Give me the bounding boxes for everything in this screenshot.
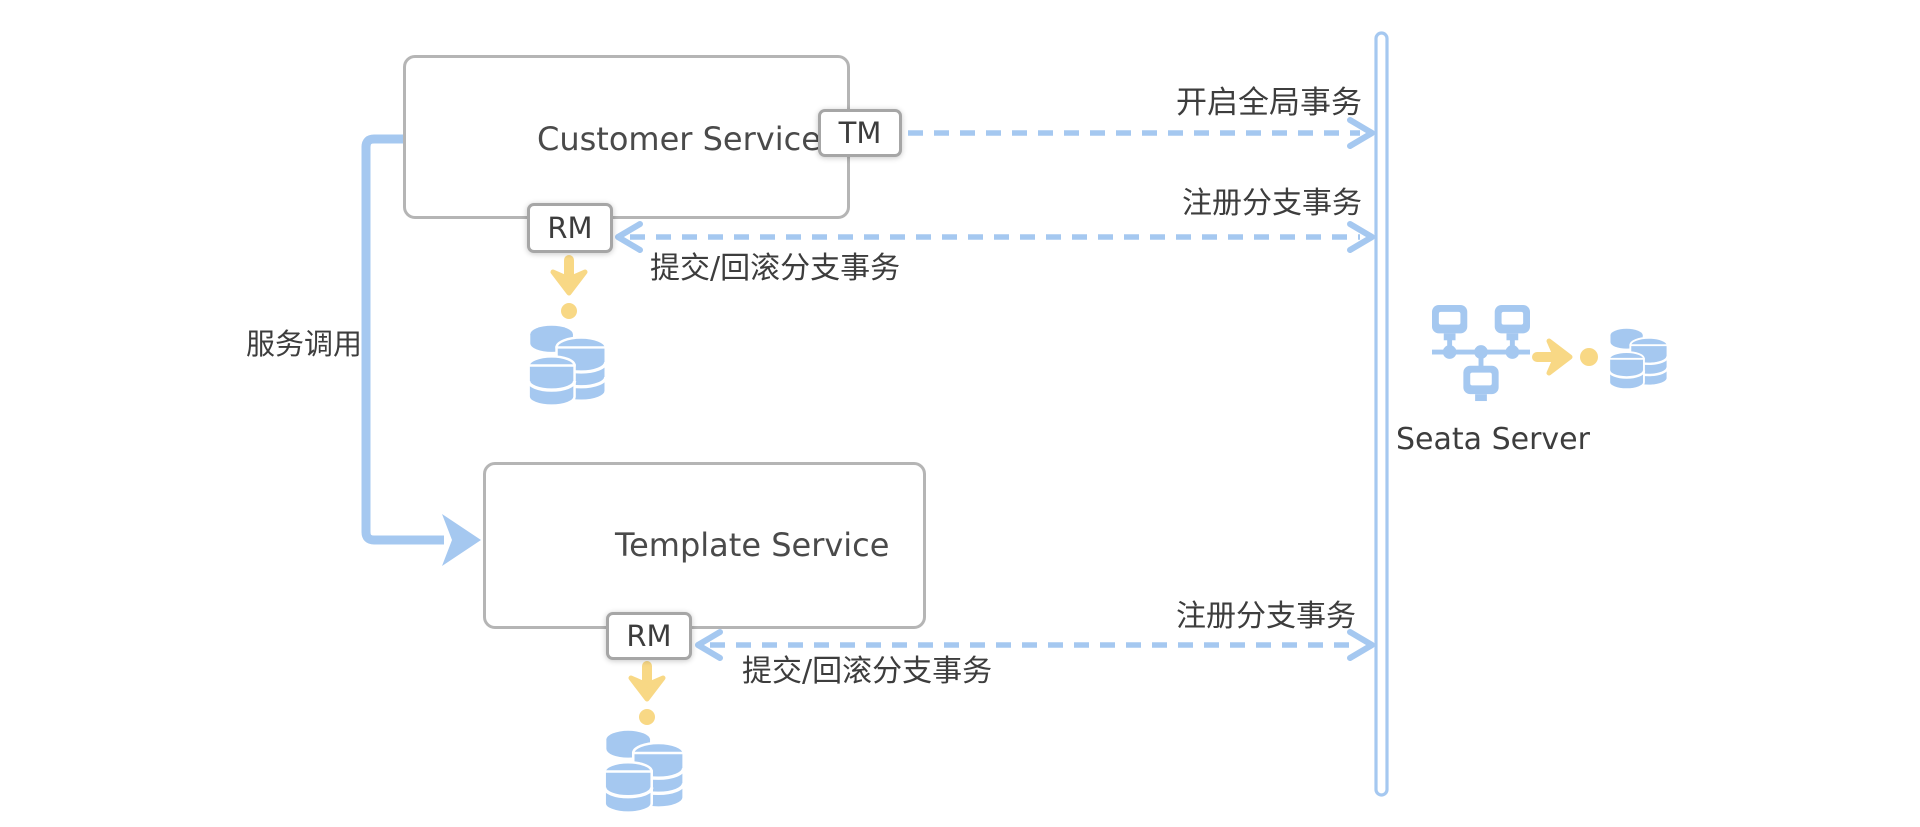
rm-badge-template: RM bbox=[606, 612, 692, 660]
database-cluster-icon bbox=[1607, 327, 1669, 391]
database-cluster-icon bbox=[527, 324, 608, 408]
arrow-right-icon bbox=[1537, 341, 1598, 373]
label-commit-rollback-bottom: 提交/回滚分支事务 bbox=[742, 654, 993, 689]
template-service-label: Template Service bbox=[615, 526, 890, 564]
template-service-box bbox=[483, 462, 926, 629]
customer-service-box bbox=[403, 55, 850, 219]
arrow-down-icon bbox=[553, 260, 585, 319]
label-open-global-tx: 开启全局事务 bbox=[1176, 85, 1362, 121]
server-cluster-icon bbox=[1432, 305, 1530, 401]
label-commit-rollback-top: 提交/回滚分支事务 bbox=[650, 251, 901, 286]
service-call-connector bbox=[361, 134, 481, 566]
seata-server-label: Seata Server bbox=[1396, 422, 1590, 457]
arrow-register-branch-tx-top bbox=[615, 221, 1375, 253]
arrow-down-icon bbox=[631, 666, 663, 725]
label-register-branch-tx-bottom: 注册分支事务 bbox=[1176, 599, 1356, 634]
arrow-register-branch-tx-bottom bbox=[695, 629, 1375, 661]
label-service-call: 服务调用 bbox=[246, 327, 363, 361]
customer-service-label: Customer Service bbox=[537, 120, 821, 158]
seata-lifeline bbox=[1374, 31, 1389, 797]
label-register-branch-tx-top: 注册分支事务 bbox=[1182, 186, 1362, 221]
database-cluster-icon bbox=[602, 729, 686, 815]
arrow-open-global-tx bbox=[908, 117, 1375, 149]
rm-badge-customer: RM bbox=[527, 203, 613, 253]
tm-badge: TM bbox=[818, 109, 902, 157]
